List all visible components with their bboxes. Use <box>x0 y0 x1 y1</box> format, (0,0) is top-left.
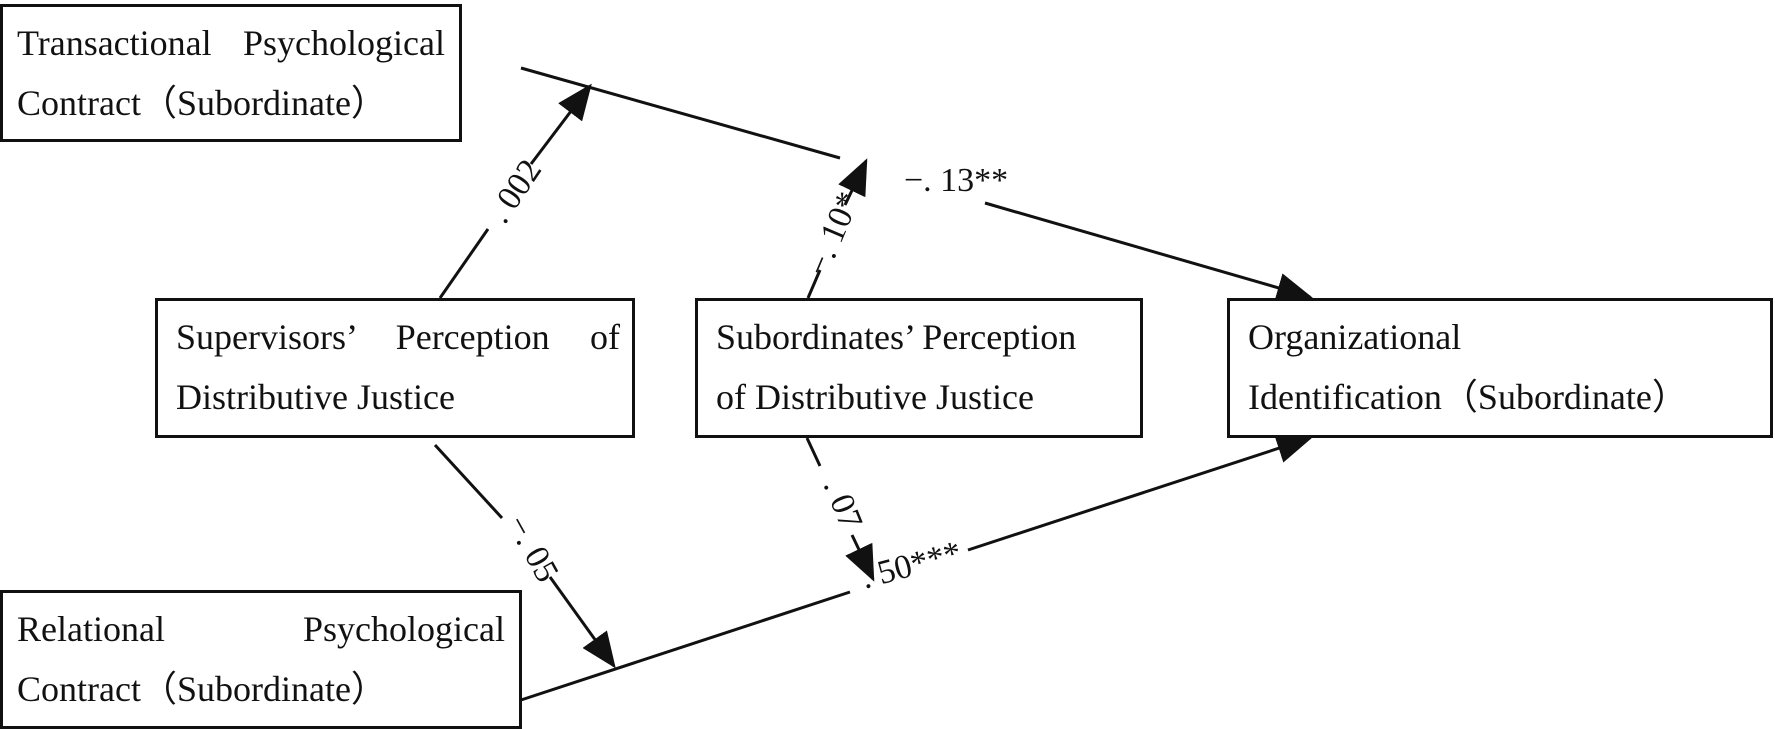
node-relational-contract-line2: Contract（Subordinate） <box>17 669 387 709</box>
node-organizational-identification: Organizational Identification（Subordinat… <box>1227 298 1773 438</box>
path-line-supervisors-to-relational-a <box>433 443 504 520</box>
coef-subordinates-to-relational-path: . 07 <box>816 473 869 534</box>
node-transactional-contract-word-right: Psychological <box>243 23 445 63</box>
node-transactional-contract-line1: Transactional Psychological <box>17 13 445 73</box>
node-subordinates-justice-line1: Subordinates’ Perception <box>716 317 1077 357</box>
node-transactional-contract-line2: Contract（Subordinate） <box>17 83 387 123</box>
path-arrow-transactional-to-identification <box>984 201 1313 303</box>
coef-supervisors-to-transactional: . 002 <box>480 153 549 230</box>
path-arrow-relational-to-identification <box>967 434 1313 552</box>
node-supervisors-justice-line1: Supervisors’ Perception of <box>176 307 620 367</box>
path-line-transactional-to-identification-a <box>520 66 841 160</box>
coef-supervisors-to-relational: −. 05 <box>499 509 565 588</box>
node-relational-contract-line1: Relational Psychological <box>17 599 505 659</box>
node-supervisors-justice-word-mid: Perception <box>395 317 550 357</box>
node-subordinates-justice-line2: of Distributive Justice <box>716 377 1034 417</box>
node-relational-contract: Relational Psychological Contract（Subord… <box>0 590 522 729</box>
node-supervisors-justice-word-right: of <box>590 317 620 357</box>
coef-subordinates-to-transactional-path: −. 10* <box>799 187 867 282</box>
coef-transactional-to-identification: −. 13** <box>904 162 1008 199</box>
node-supervisors-justice: Supervisors’ Perception of Distributive … <box>155 298 635 438</box>
path-line-supervisors-to-transactional-a <box>438 228 490 299</box>
path-arrow-supervisors-to-relational <box>548 576 616 669</box>
node-organizational-identification-line1: Organizational <box>1248 317 1462 357</box>
node-subordinates-justice: Subordinates’ Perception of Distributive… <box>695 298 1143 438</box>
node-relational-contract-word-right: Psychological <box>303 609 505 649</box>
node-transactional-contract-word-left: Transactional <box>17 23 212 63</box>
coef-relational-to-identification: . 50*** <box>857 534 965 596</box>
node-organizational-identification-line2: Identification（Subordinate） <box>1248 377 1688 417</box>
path-line-subordinates-to-transactional-path-a <box>806 269 822 299</box>
node-transactional-contract: Transactional Psychological Contract（Sub… <box>0 4 462 142</box>
path-line-subordinates-to-relational-path-a <box>805 437 822 467</box>
path-arrow-subordinates-to-transactional-path <box>838 158 868 206</box>
path-arrow-supervisors-to-transactional <box>529 83 592 165</box>
node-relational-contract-word-left: Relational <box>17 609 165 649</box>
path-arrow-subordinates-to-relational-path <box>845 534 875 582</box>
node-supervisors-justice-line2: Distributive Justice <box>176 377 455 417</box>
node-supervisors-justice-word-left: Supervisors’ <box>176 317 356 357</box>
path-line-relational-to-identification-a <box>520 590 851 702</box>
